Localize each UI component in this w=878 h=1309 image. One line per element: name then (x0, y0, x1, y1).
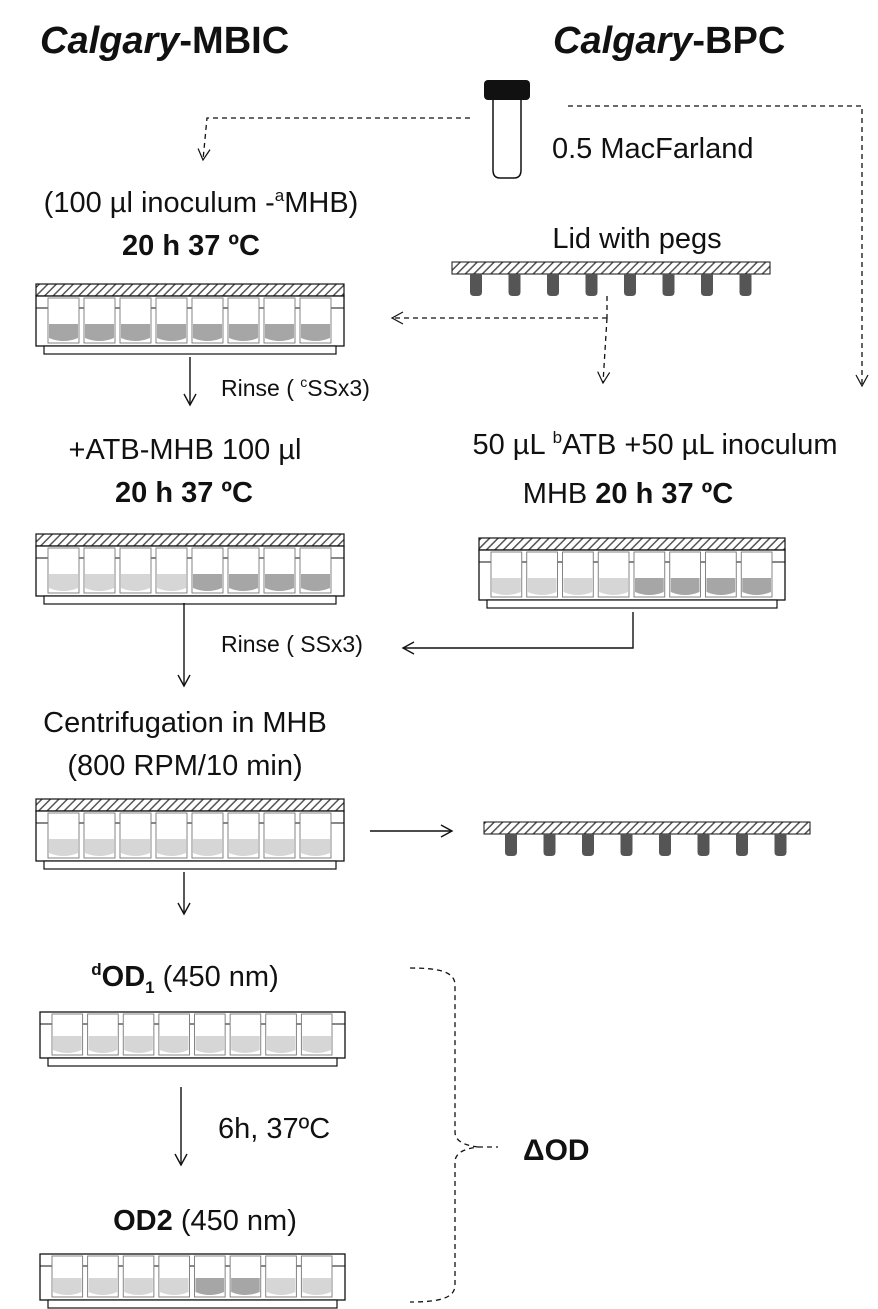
microplate-od2 (39, 1253, 346, 1309)
rinse2-label: Rinse ( SSx3) (221, 631, 363, 657)
separated-peg-lid-icon (483, 821, 811, 856)
lid-with-pegs-icon (451, 261, 771, 296)
bpc-incubation-label: MHB 20 h 37 ºC (523, 478, 733, 510)
delta-od-bracket (409, 967, 498, 1303)
incubation-6h-label: 6h, 37ºC (218, 1113, 330, 1145)
tube-to-bpc-arrow (568, 105, 869, 388)
centrifugation-params-label: (800 RPM/10 min) (67, 750, 302, 782)
header-bpc: Calgary-BPC (553, 20, 785, 62)
tube-to-mbic-arrow (197, 117, 470, 162)
bpc-inoculum-label: 50 µL bATB +50 µL inoculum (472, 428, 837, 461)
header-mbic: Calgary-MBIC (40, 20, 289, 62)
microplate-bpc (478, 537, 786, 609)
bpc-to-rinse-arrow (401, 612, 634, 655)
incubation-label-1: 20 h 37 ºC (122, 230, 260, 262)
lid-with-pegs-label: Lid with pegs (552, 223, 721, 255)
rinse1-label: Rinse ( cSSx3) (221, 374, 370, 401)
microplate-centrifugation (35, 798, 345, 870)
pegs-to-bpc-arrow (597, 317, 611, 385)
delta-od-label: ΔOD (523, 1134, 590, 1167)
macfarland-label: 0.5 MacFarland (552, 133, 754, 165)
atb-mhb-label: +ATB-MHB 100 µl (69, 434, 302, 466)
tube-icon (484, 80, 530, 179)
od1-label: dOD1 (450 nm) (91, 960, 278, 997)
microplate-mbic-inoculated (35, 283, 345, 355)
microplate-od1 (39, 1011, 346, 1067)
microplate-mbic-atb (35, 533, 345, 605)
od2-label: OD2 (450 nm) (113, 1205, 297, 1237)
centrifugation-label: Centrifugation in MHB (43, 707, 327, 739)
inoculum-label: (100 µl inoculum -aMHB) (44, 186, 359, 219)
incubation-label-2: 20 h 37 ºC (115, 477, 253, 509)
